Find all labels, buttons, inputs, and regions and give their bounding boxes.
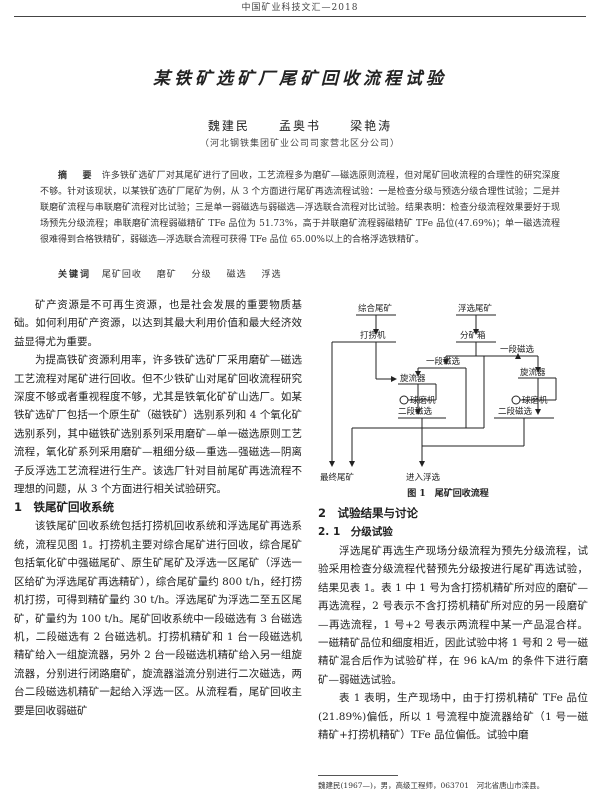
abstract-text: 许多铁矿选矿厂对其尾矿进行了回收，工艺流程多为磨矿—磁选原则流程，但对尾矿回收流… [40, 171, 560, 245]
stage2-mag-left-label: 二段磁选 [398, 406, 433, 417]
flotation-tailings-label: 浮选尾矿 [458, 303, 493, 314]
paragraph: 该铁尾矿回收系统包括打捞机回收系统和浮选尾矿再选系统，流程见图 1。打捞机主要对… [14, 520, 302, 717]
keyword: 浮选 [261, 270, 282, 280]
ball-mill-left-label: 球磨机 [410, 395, 436, 406]
distribution-box-label: 分矿箱 [460, 330, 486, 341]
paragraph: 为提高铁矿资源利用率，许多铁矿选矿厂采用磨矿—磁选工艺流程对尾矿进行回收。但不少… [14, 354, 302, 496]
stage1-mag-right-label: 一段磁选 [500, 344, 535, 355]
author-name: 魏建民 [207, 119, 250, 133]
figure-caption: 图 1 尾矿回收流程 [407, 489, 489, 499]
stage1-mag-left-label: 一段磁选 [426, 356, 461, 367]
dredger-label: 打捞机 [360, 330, 386, 341]
keyword: 磁选 [226, 270, 247, 280]
footnote-rule [318, 775, 398, 776]
stage2-mag-right-label: 二段磁选 [498, 406, 533, 417]
section-heading: 1 铁尾矿回收系统 [14, 500, 115, 515]
running-head: 中国矿业科技文汇—2018 [241, 3, 359, 13]
abstract: 摘 要许多铁矿选矿厂对其尾矿进行了回收，工艺流程多为磨矿—磁选原则流程，但对尾矿… [40, 168, 560, 248]
cyclone-right-label: 旋流器 [520, 367, 546, 378]
cyclone-left-label: 旋流器 [400, 373, 426, 384]
left-column: 矿产资源是不可再生资源，也是社会发展的重要物质基础。如何利用矿产资源，以达到其最… [14, 296, 302, 796]
keywords: 关键词 尾矿回收 磨矿 分级 磁选 浮选 [58, 267, 558, 280]
tailings-recovery-flowchart: 综合尾矿 浮选尾矿 打捞机 分矿箱 一段磁选 一段磁选 旋流器 旋流器 球磨机 … [320, 303, 557, 483]
abstract-label: 摘 要 [58, 171, 98, 181]
paragraph: 浮选尾矿再选生产现场分级流程为预先分级流程，试验采用检查分级流程代替预先分级按进… [318, 545, 588, 686]
right-column: 2 试验结果与讨论 2. 1 分级试验 浮选尾矿再选生产现场分级流程为预先分级流… [318, 504, 588, 770]
footnote: 魏建民(1967—)，男，高级工程师，063701 河北省唐山市滦县。 [318, 781, 545, 790]
to-flotation-label: 进入浮选 [406, 472, 441, 483]
author-name: 孟奥书 [278, 119, 321, 133]
subsection-heading: 2. 1 分级试验 [318, 526, 393, 538]
author-name: 梁艳涛 [350, 119, 393, 133]
paragraph: 矿产资源是不可再生资源，也是社会发展的重要物质基础。如何利用矿产资源，以达到其最… [14, 299, 302, 348]
paper-title: 某铁矿选矿厂尾矿回收流程试验 [153, 69, 447, 89]
final-tailings-label: 最终尾矿 [320, 472, 355, 483]
keyword: 分级 [191, 270, 212, 280]
affiliation: （河北钢铁集团矿业公司司家营北区分公司） [199, 139, 400, 149]
keywords-label: 关键词 [58, 270, 92, 280]
keyword: 尾矿回收 [101, 270, 142, 280]
paragraph: 表 1 表明，生产现场中，由于打捞机精矿 TFe 品位(21.89%)偏低，所以… [318, 692, 588, 742]
section-heading: 2 试验结果与讨论 [318, 506, 419, 520]
combined-tailings-label: 综合尾矿 [358, 303, 393, 314]
header-rule [14, 16, 586, 17]
ball-mill-right-label: 球磨机 [522, 395, 548, 406]
keyword: 磨矿 [156, 270, 177, 280]
author-list: 魏建民 孟奥书 梁艳涛 [0, 117, 600, 134]
